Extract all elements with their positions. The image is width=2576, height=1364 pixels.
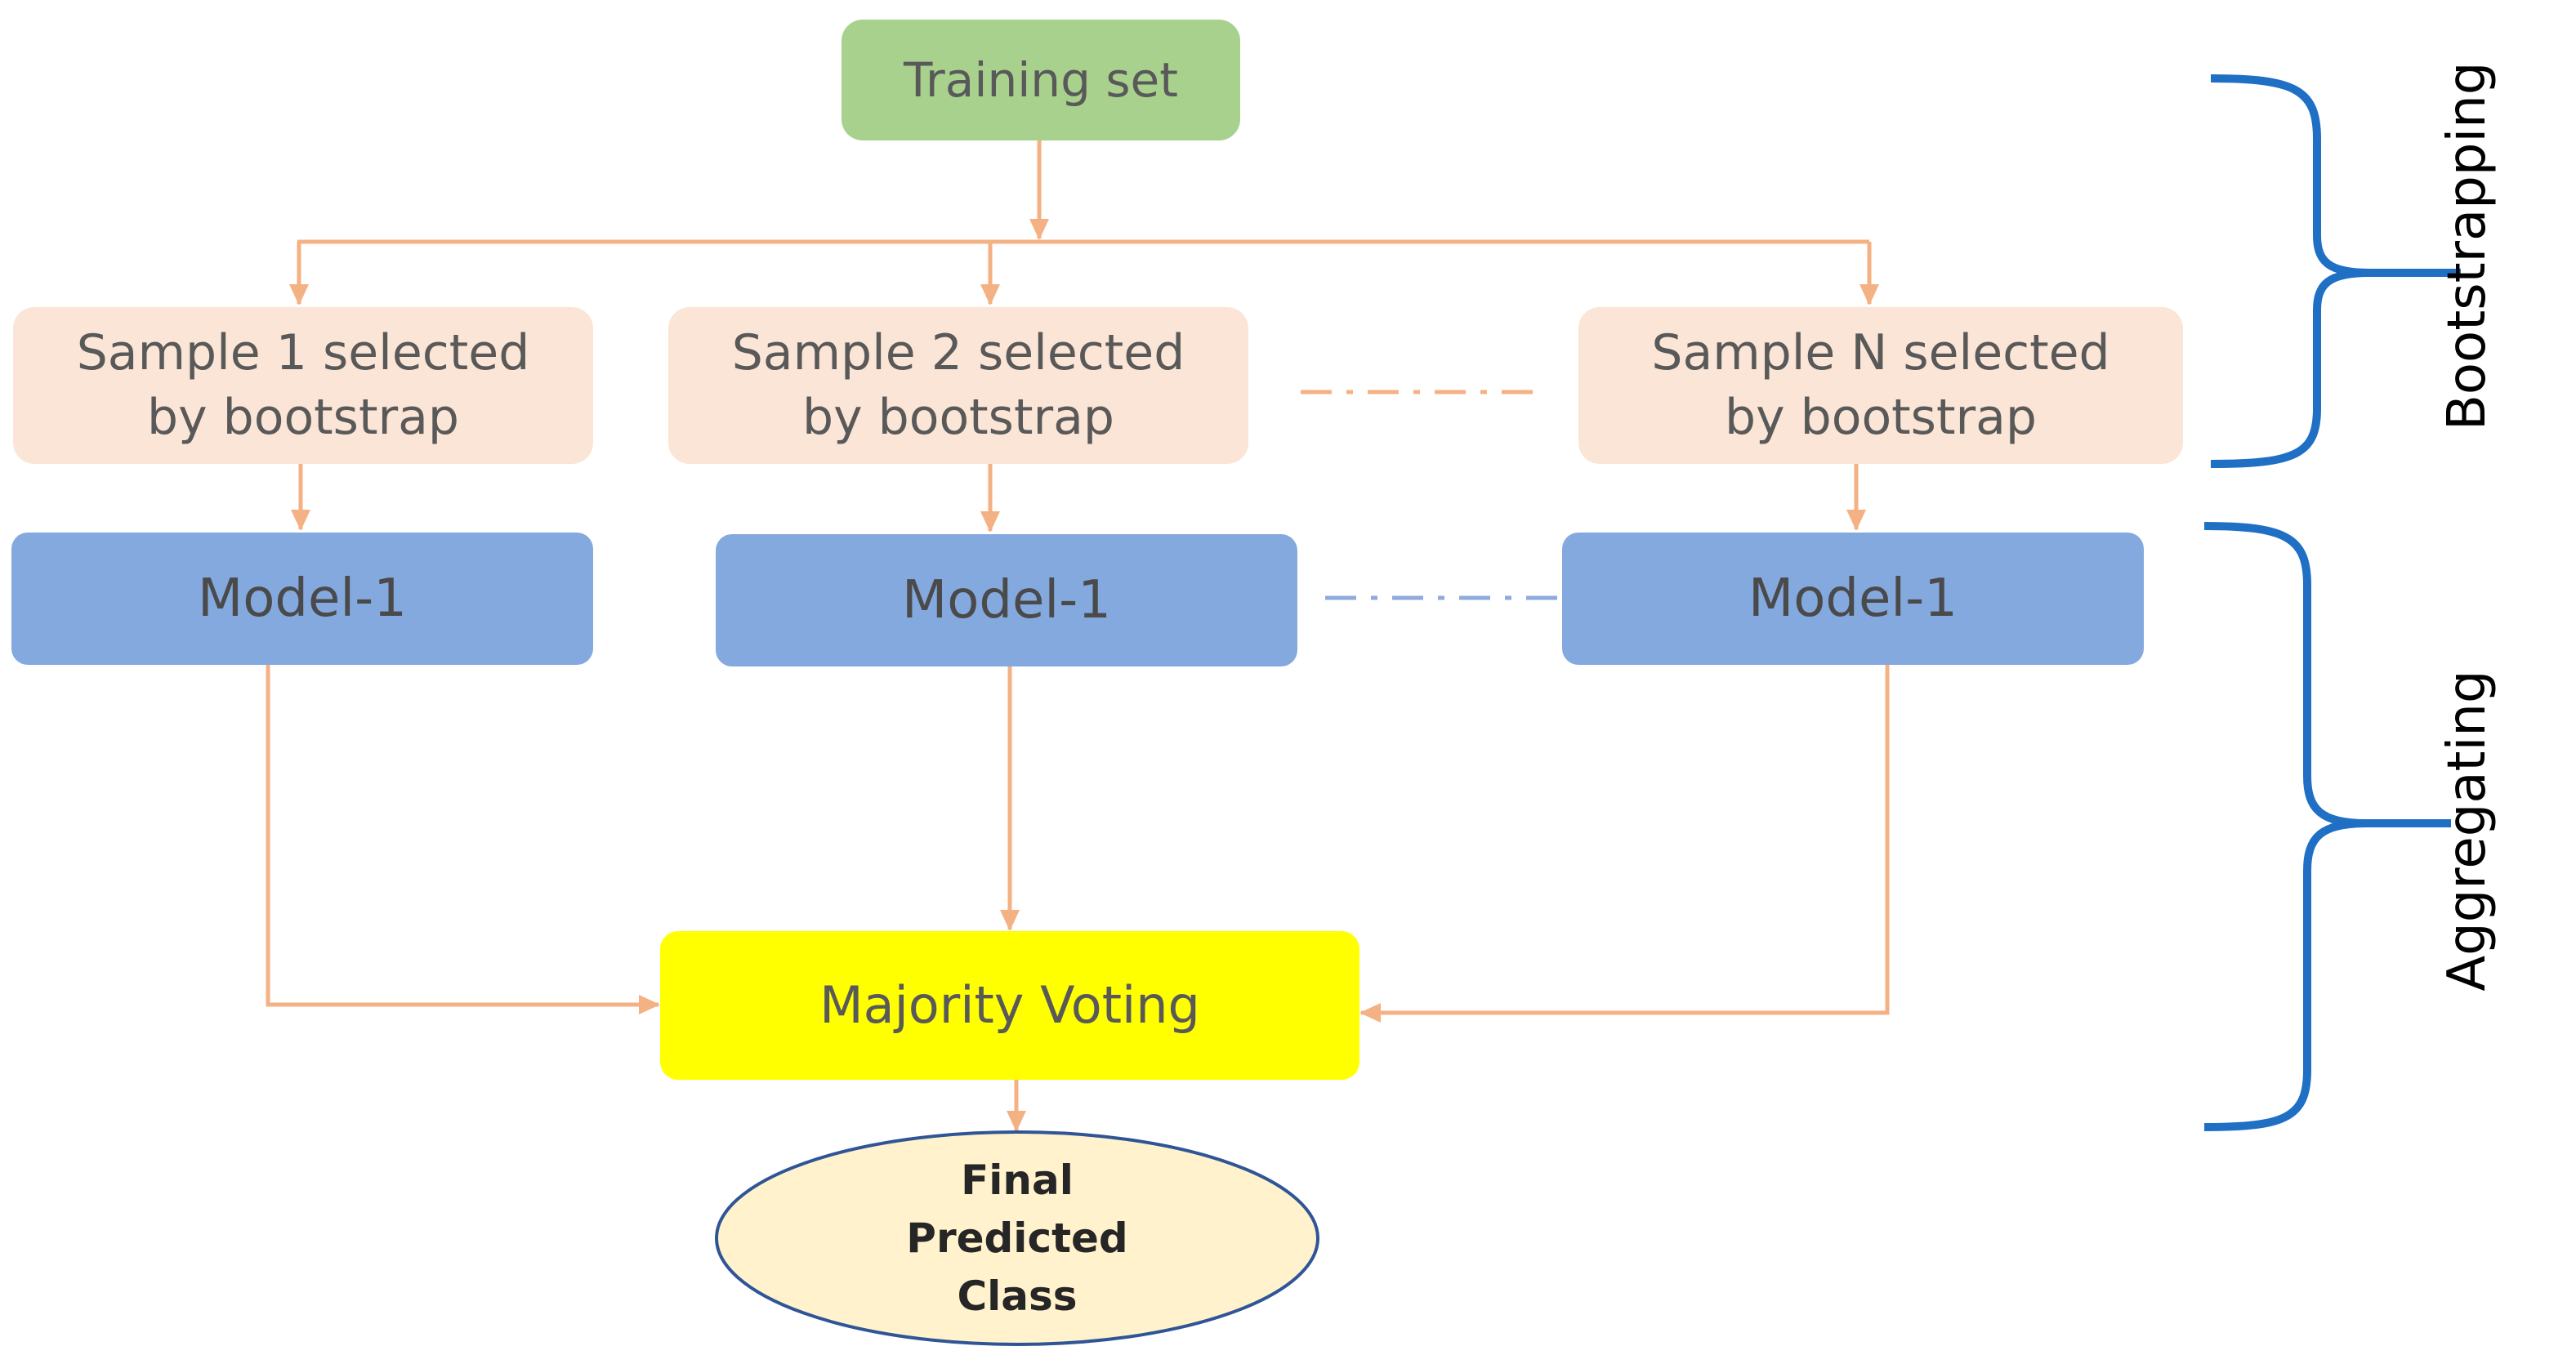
- final-class-ellipse: [715, 1130, 1319, 1346]
- model-2-label: Model-1: [902, 569, 1111, 631]
- model-n-label: Model-1: [1748, 568, 1958, 629]
- model-1-node: Model-1: [11, 533, 593, 665]
- sample-1-line-1: Sample 1 selected: [76, 323, 530, 381]
- edge-modelN-to-voting: [1359, 665, 1890, 1023]
- model-n-node: Model-1: [1562, 533, 2144, 665]
- sample-n-line-2: by bootstrap: [1724, 389, 2037, 446]
- sample-1-line-2: by bootstrap: [146, 389, 459, 446]
- sample-2-line-1: Sample 2 selected: [731, 323, 1185, 381]
- majority-voting-node: Majority Voting: [660, 931, 1359, 1080]
- sample-n-line-1: Sample N selected: [1651, 323, 2110, 381]
- training-set-node: Training set: [842, 20, 1240, 140]
- sample-n-node: Sample N selected by bootstrap: [1578, 307, 2183, 464]
- final-predicted-class-node: Final Predicted Class: [716, 1130, 1319, 1346]
- final-line-1: Final: [961, 1156, 1074, 1204]
- sample-2-node: Sample 2 selected by bootstrap: [668, 307, 1248, 464]
- sample-2-line-2: by bootstrap: [801, 389, 1114, 446]
- bootstrapping-label: Bootstrapping: [2437, 61, 2498, 431]
- brace-bootstrapping: [2210, 74, 2461, 468]
- edge-model1-to-voting: [266, 665, 660, 1014]
- final-line-2: Predicted: [906, 1214, 1128, 1262]
- brace-aggregating: [2203, 522, 2451, 1131]
- training-set-label: Training set: [904, 51, 1178, 108]
- sample-1-node: Sample 1 selected by bootstrap: [13, 307, 593, 464]
- final-line-3: Class: [957, 1272, 1078, 1320]
- model-1-label: Model-1: [198, 568, 407, 629]
- model-2-node: Model-1: [716, 534, 1297, 666]
- aggregating-label: Aggregating: [2437, 670, 2498, 992]
- majority-voting-label: Majority Voting: [819, 975, 1200, 1036]
